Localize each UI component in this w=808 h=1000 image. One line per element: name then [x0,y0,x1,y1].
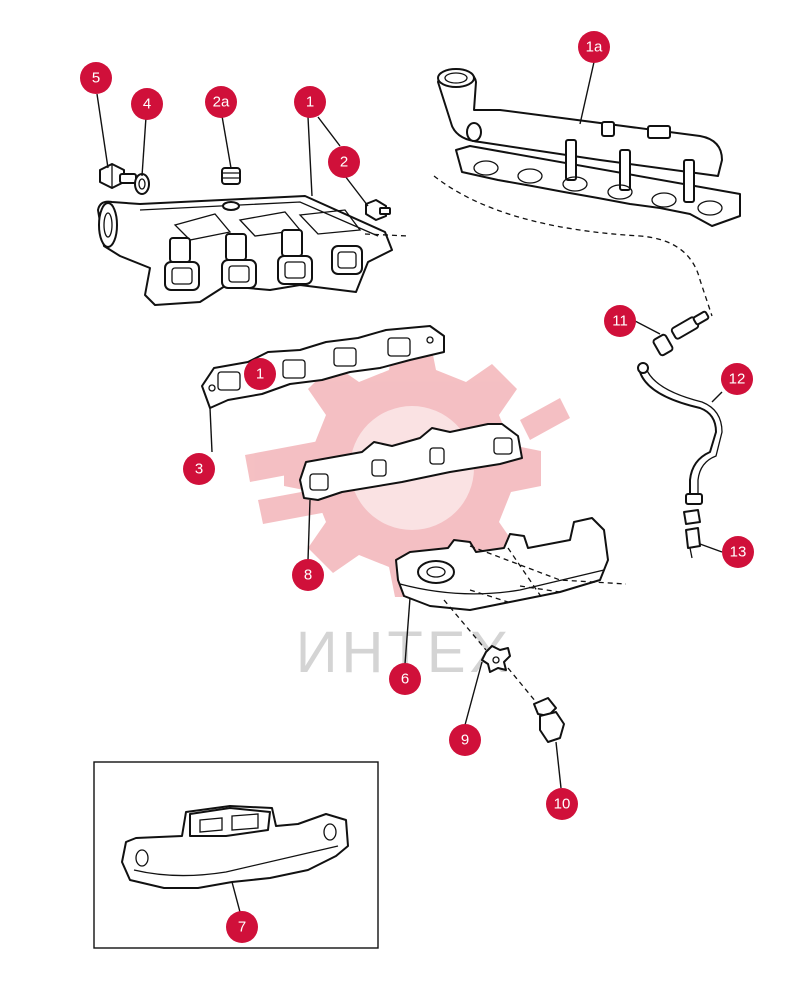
exhaust-manifold-6 [395,517,627,611]
callout-4: 4 [131,88,163,120]
plug-2a [221,167,241,211]
svg-text:2: 2 [340,154,348,171]
svg-text:11: 11 [612,313,628,330]
exhaust-manifold-7 [121,805,349,889]
callout-2a: 2a [205,86,237,118]
manifold-1a [433,68,741,317]
callout-13: 13 [722,536,754,568]
callout-7: 7 [226,911,258,943]
svg-text:9: 9 [461,732,469,749]
callout-6: 6 [389,663,421,695]
callout-11: 11 [604,305,636,337]
sensor-13 [683,509,701,559]
inset-frame [93,761,379,949]
gasket-9 [481,645,511,673]
callout-5: 5 [80,62,112,94]
callout-1a: 1a [578,31,610,63]
callout-2: 2 [328,146,360,178]
svg-text:3: 3 [195,461,203,478]
svg-text:1: 1 [256,366,264,383]
bolt-5 [99,163,137,189]
pipe-12 [637,362,723,505]
sensor-11 [652,310,710,357]
callout-3: 3 [183,453,215,485]
svg-text:1: 1 [306,94,314,111]
svg-text:13: 13 [730,544,747,561]
gasket-8 [299,423,523,501]
svg-text:1a: 1a [586,39,603,56]
svg-text:4: 4 [143,96,151,113]
leader-lines [96,61,723,913]
svg-text:6: 6 [401,671,409,688]
callout-1: 1 [294,86,326,118]
stud-10 [533,697,565,743]
callout-12: 12 [721,363,753,395]
svg-text:12: 12 [729,371,746,388]
callout-1-gasket: 1 [244,358,276,390]
callout-10: 10 [546,788,578,820]
svg-text:5: 5 [92,70,100,87]
callout-9: 9 [449,724,481,756]
intake-manifold [97,195,409,306]
svg-text:7: 7 [238,919,246,936]
bolt-2 [365,199,391,221]
washer-4 [134,173,150,195]
svg-text:2a: 2a [213,94,230,111]
svg-text:8: 8 [304,567,312,584]
svg-text:10: 10 [554,796,571,813]
callout-8: 8 [292,559,324,591]
